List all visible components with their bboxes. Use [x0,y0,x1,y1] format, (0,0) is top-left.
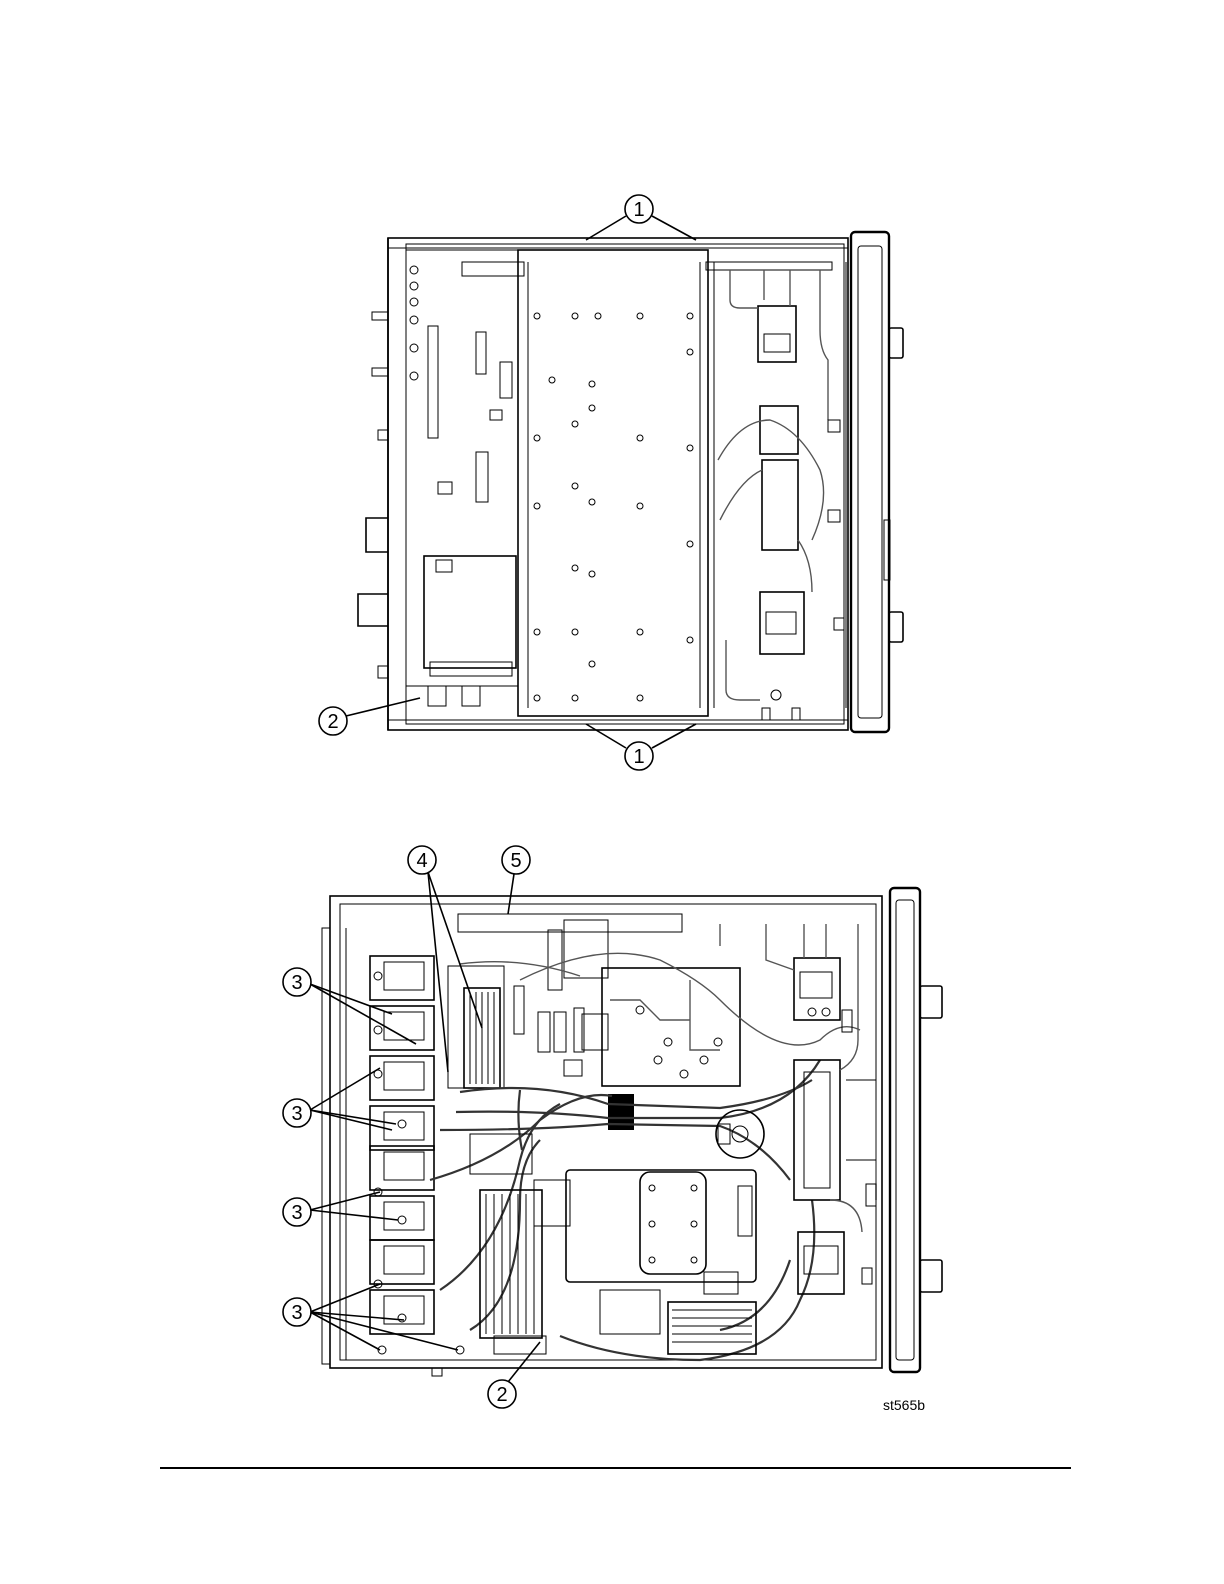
callout-2-bottom: 2 [488,1342,540,1408]
footer-rule [160,1467,1071,1469]
callout-label: 2 [496,1384,507,1406]
ribbon-cable-bottom [672,1310,752,1342]
cover-screws [534,313,693,701]
ribbon-cable-lower [486,1194,534,1334]
callout-label: 3 [291,1302,302,1324]
callout-label: 3 [291,1103,302,1125]
rear-modules [370,956,464,1354]
callout-label: 4 [416,850,427,872]
top-view: 1 1 2 [319,195,903,770]
callout-label: 1 [633,746,644,768]
callout-label: 3 [291,972,302,994]
front-rf-modules [720,924,876,1294]
callout-label: 2 [327,711,338,733]
callout-4: 4 [408,846,482,1072]
bottom-view: 4 5 3 3 3 [283,846,942,1408]
callout-label: 3 [291,1202,302,1224]
rf-section [714,262,846,708]
callout-1-bottom: 1 [586,724,696,770]
callout-label: 1 [633,199,644,221]
callout-1-top: 1 [586,195,696,240]
figure-id: st565b [883,1397,925,1413]
callout-label: 5 [510,850,521,872]
